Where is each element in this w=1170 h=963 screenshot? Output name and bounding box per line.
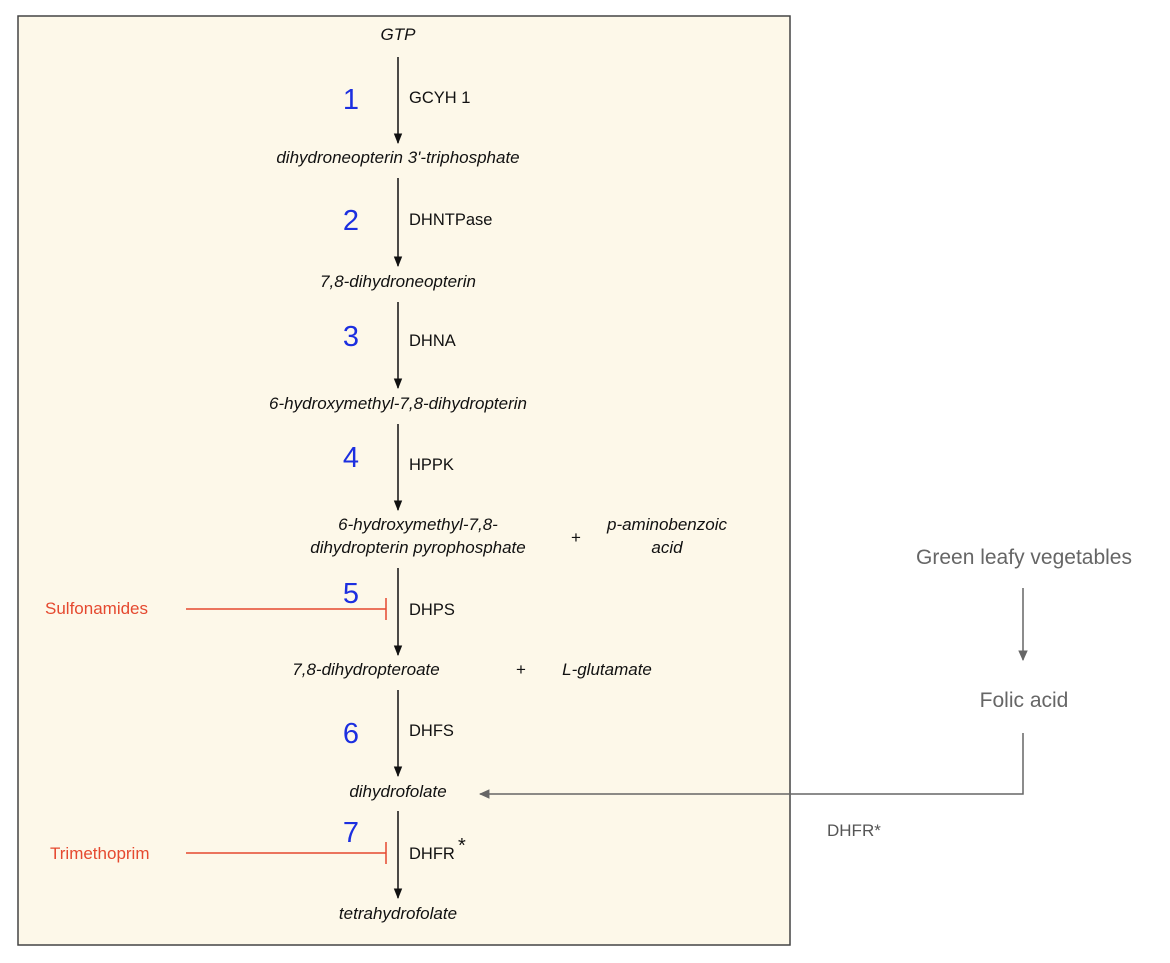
inhibitor-trimethoprim: Trimethoprim [50,844,150,863]
compound-tetrahydrofolate: tetrahydrofolate [339,904,457,923]
step-number-3: 3 [343,321,359,353]
enzyme-label-dhfs: DHFS [409,722,454,740]
step-number-7: 7 [343,817,359,849]
enzyme-label-dhfr: DHFR [409,845,455,863]
compound-dihydropteroate: 7,8-dihydropteroate [292,660,439,679]
step-number-1: 1 [343,84,359,116]
pathway-panel [17,15,791,946]
compound-hydroxymethyl-dihydropterin-pyrophosphate-line1: 6-hydroxymethyl-7,8- [338,515,498,534]
enzyme-label-dhna: DHNA [409,332,456,350]
arrow-folic-acid-to-dihydrofolate [478,733,1024,799]
compound-l-glutamate: L-glutamate [562,660,652,679]
inhibitor-sulfonamides: Sulfonamides [45,599,148,618]
compound-dihydroneopterin: 7,8-dihydroneopterin [320,272,476,291]
dietary-enzyme-dhfr: DHFR* [827,821,881,840]
step-number-2: 2 [343,205,359,237]
compound-hydroxymethyl-dihydropterin-pyrophosphate-line2: dihydropterin pyrophosphate [310,538,525,557]
compound-dihydroneopterin-triphosphate: dihydroneopterin 3'-triphosphate [276,148,519,167]
compound-folic-acid: Folic acid [980,689,1069,712]
compound-p-aminobenzoic-acid-line2: acid [651,538,683,557]
source-green-leafy-vegetables: Green leafy vegetables [916,546,1132,569]
compound-hydroxymethyl-dihydropterin: 6-hydroxymethyl-7,8-dihydropterin [269,394,527,413]
enzyme-label-hppk: HPPK [409,456,454,474]
dhfr-asterisk: * [458,835,466,857]
compound-gtp: GTP [381,25,417,44]
enzyme-label-dhntpase: DHNTPase [409,211,492,229]
step-number-4: 4 [343,442,359,474]
step-number-6: 6 [343,718,359,750]
compound-dihydrofolate: dihydrofolate [349,782,446,801]
plus-sign-1: + [571,528,581,547]
plus-sign-2: + [516,660,526,679]
enzyme-label-gcyh1: GCYH 1 [409,89,470,107]
step-number-5: 5 [343,578,359,610]
enzyme-label-dhps: DHPS [409,601,455,619]
compound-p-aminobenzoic-acid-line1: p-aminobenzoic [606,515,728,534]
